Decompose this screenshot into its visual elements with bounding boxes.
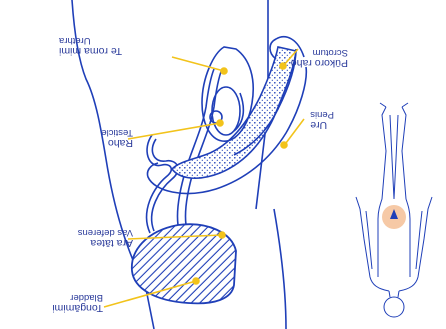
penis-dotted-tissue [172, 47, 296, 178]
testicle-maori: Raho [101, 137, 133, 149]
scrotum-english: Scrotum [291, 46, 348, 57]
urethra-english: Urethra [59, 34, 122, 45]
label-urethra: Te roma mimi Urethra [59, 34, 122, 57]
body-figure-head [384, 297, 404, 317]
label-vas-deferens: Ara tātea Vas deferens [78, 226, 133, 249]
label-scrotum: Pūkoro raho Scrotum [291, 46, 348, 69]
vas-deferens-maori: Ara tātea [78, 237, 133, 249]
label-penis: Ure Penis [310, 108, 334, 131]
penis-maori: Ure [310, 119, 334, 131]
vas-deferens [147, 69, 222, 233]
scrotum-maori: Pūkoro raho [291, 57, 348, 69]
penis-english: Penis [310, 108, 334, 119]
bladder-maori: Tongāmimi [52, 302, 103, 314]
label-testicle: Raho Testicle [101, 126, 133, 149]
body-figure [356, 103, 432, 317]
bladder-english: Bladder [52, 291, 103, 302]
vas-deferens-english: Vas deferens [78, 226, 133, 237]
testicle-english: Testicle [101, 126, 133, 137]
label-bladder: Tongāmimi Bladder [52, 291, 103, 314]
urethra-maori: Te roma mimi [59, 45, 122, 57]
